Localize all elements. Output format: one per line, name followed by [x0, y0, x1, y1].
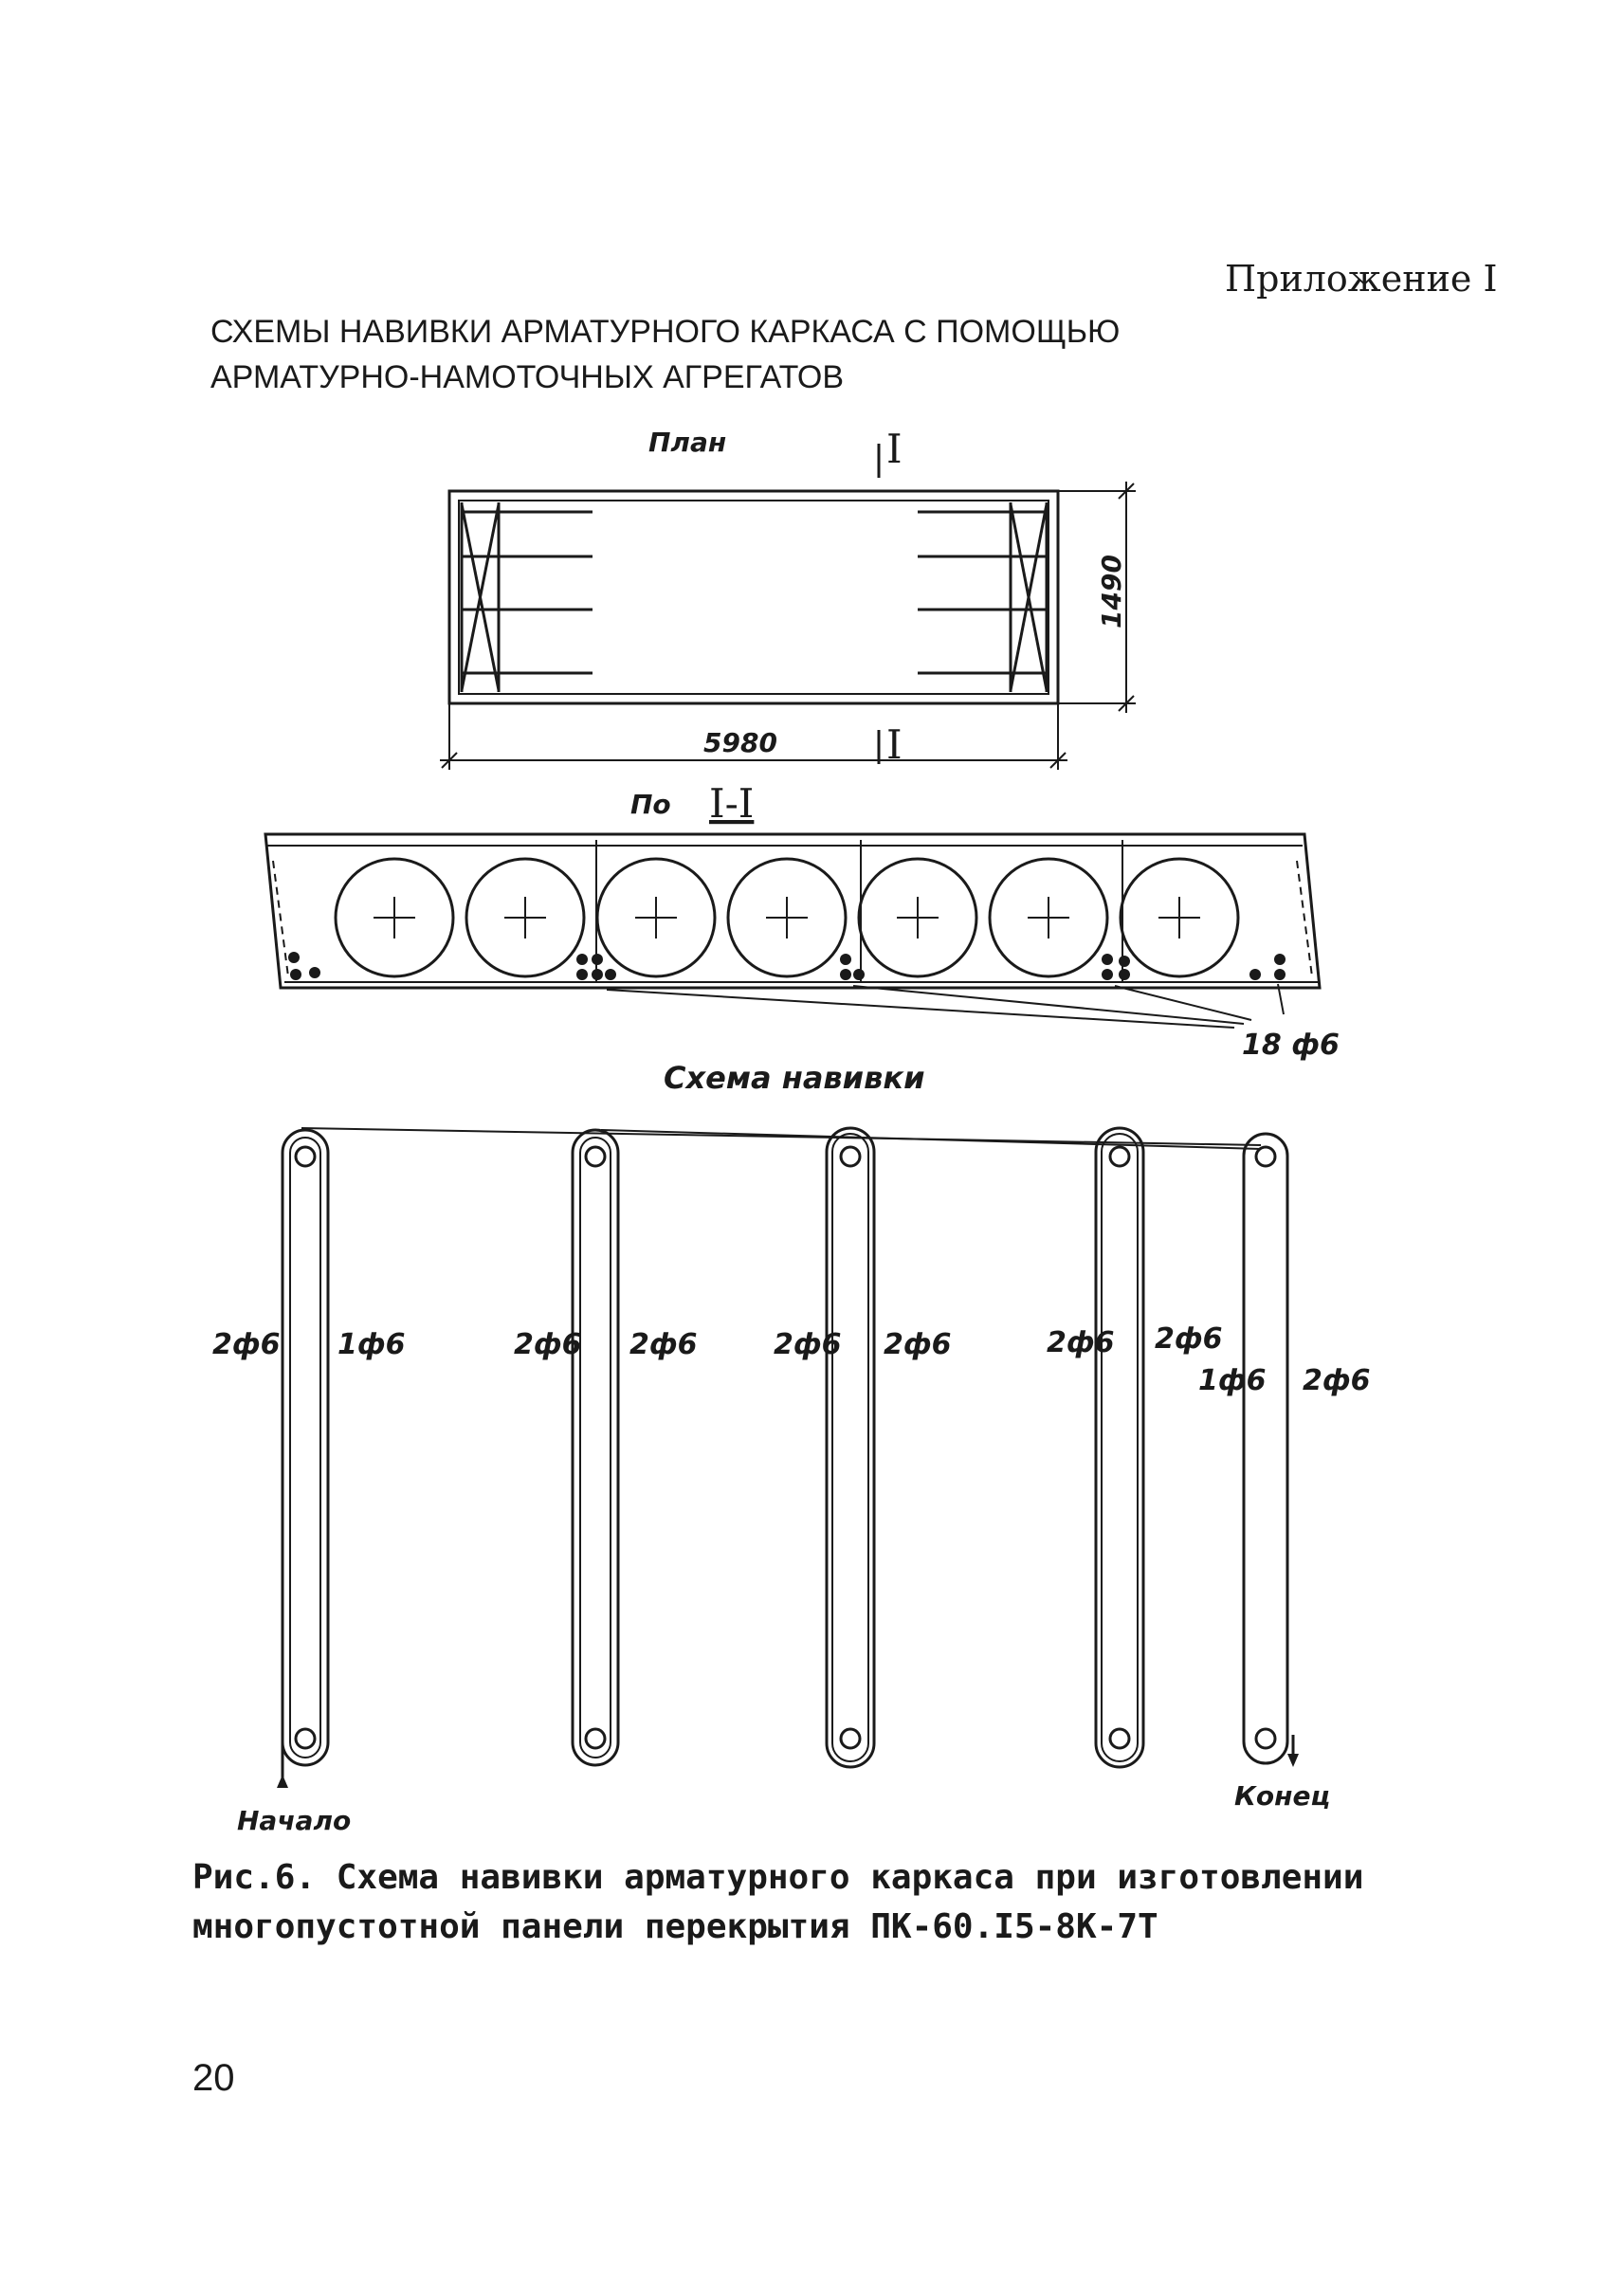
loop-label: 2ф6: [629, 1328, 698, 1361]
plan-section-mark-top: I: [886, 426, 903, 472]
loop-label: 2ф6: [884, 1328, 952, 1361]
winding-loop-4: [1094, 1126, 1145, 1769]
caption-line-1: Рис.6. Схема навивки арматурного каркаса…: [192, 1858, 1364, 1897]
page-title: СХЕМЫ НАВИВКИ АРМАТУРНОГО КАРКАСА С ПОМО…: [210, 309, 1120, 400]
section-void: [726, 857, 848, 978]
loop-label: 1ф6: [1198, 1364, 1267, 1397]
plan-label: План: [648, 427, 726, 458]
winding-loop-5: [1242, 1132, 1289, 1765]
loop-label: 2ф6: [1155, 1322, 1223, 1356]
loop-label: 2ф6: [514, 1328, 582, 1361]
end-label: Конец: [1234, 1780, 1330, 1812]
section-view: По I-I 18 ф6: [264, 780, 1340, 1062]
appendix-label: Приложение I: [1225, 258, 1498, 300]
winding-loop-3: [825, 1126, 876, 1769]
plan-dimension-length: 5980: [440, 703, 1067, 770]
plan-right-cage: [918, 502, 1049, 692]
winding-loop-1: [281, 1128, 330, 1767]
winding-loop-2: [571, 1128, 620, 1767]
plan-width-label: 1490: [1096, 555, 1127, 629]
loop-label: 1ф6: [337, 1328, 406, 1361]
start-label: Начало: [237, 1805, 351, 1836]
section-void: [465, 857, 586, 978]
plan-left-cage: [460, 502, 593, 692]
rebar-label: 18 ф6: [1242, 1029, 1340, 1062]
loop-label: 2ф6: [774, 1328, 842, 1361]
plan-view: План I I: [440, 426, 1136, 770]
winding-label: Схема навивки: [664, 1060, 924, 1096]
section-label-mark: I-I: [709, 780, 754, 827]
plan-slab-inner: [458, 500, 1049, 695]
plan-slab-outline: [447, 489, 1060, 705]
plan-length-label: 5980: [703, 727, 777, 758]
section-void: [334, 857, 455, 978]
title-line-2: АРМАТУРНО-НАМОТОЧНЫХ АГРЕГАТОВ: [210, 359, 845, 395]
plan-dimension-width: 1490: [1058, 482, 1136, 713]
page-number: 20: [192, 2057, 235, 2099]
winding-scheme: Схема навивки: [212, 1060, 1371, 1836]
section-slab-outline: [264, 832, 1322, 990]
figure-caption: Рис.6. Схема навивки арматурного каркаса…: [192, 1853, 1363, 1952]
section-void: [857, 857, 978, 978]
section-label-prefix: По: [630, 789, 671, 820]
loop-label: 2ф6: [1303, 1364, 1371, 1397]
section-void: [595, 857, 717, 978]
section-rebar-dots: [288, 952, 1286, 980]
loop-label: 2ф6: [1047, 1326, 1115, 1359]
plan-section-mark-bottom: I: [886, 721, 903, 768]
section-void: [1119, 857, 1240, 978]
section-void: [988, 857, 1109, 978]
caption-line-2: многопустотной панели перекрытия ПК-60.I…: [192, 1907, 1158, 1946]
section-leader-lines: [606, 983, 1285, 1029]
loop-label: 2ф6: [212, 1328, 281, 1361]
section-voids: [334, 857, 1240, 978]
title-line-1: СХЕМЫ НАВИВКИ АРМАТУРНОГО КАРКАСА С ПОМО…: [210, 314, 1121, 350]
